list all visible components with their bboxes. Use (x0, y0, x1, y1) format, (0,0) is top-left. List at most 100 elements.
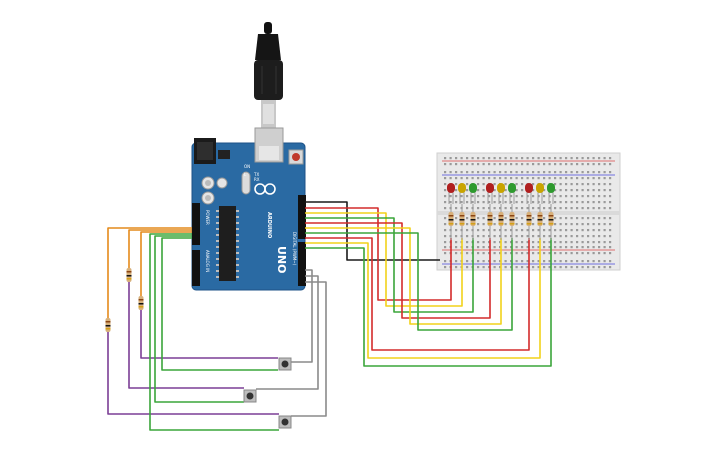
breadboard-hole (493, 189, 496, 192)
breadboard-hole (581, 201, 584, 204)
breadboard-hole (504, 207, 507, 210)
breadboard-hole (609, 223, 612, 226)
breadboard-hole (592, 201, 595, 204)
breadboard-hole (532, 266, 535, 269)
breadboard-hole (477, 241, 480, 244)
breadboard-hole (532, 157, 535, 160)
breadboard-hole (515, 223, 518, 226)
usb-cable-icon[interactable] (254, 22, 283, 128)
pushbutton-1[interactable] (278, 357, 292, 371)
breadboard-hole (565, 252, 568, 255)
led-yellow[interactable] (497, 183, 505, 193)
breadboard-hole (570, 207, 573, 210)
led-red[interactable] (447, 183, 455, 193)
breadboard-hole (521, 229, 524, 232)
breadboard-hole (444, 229, 447, 232)
breadboard-hole (532, 223, 535, 226)
breadboard-hole (554, 171, 557, 174)
breadboard-hole (510, 201, 513, 204)
breadboard-hole (477, 235, 480, 238)
pushbutton-cap[interactable] (246, 392, 254, 400)
led-signal-wire (305, 238, 552, 367)
breadboard-hole (526, 201, 529, 204)
breadboard-hole (598, 266, 601, 269)
breadboard-hole (504, 252, 507, 255)
led-red[interactable] (486, 183, 494, 193)
breadboard-hole (466, 201, 469, 204)
breadboard-hole (543, 163, 546, 166)
breadboard-hole (598, 235, 601, 238)
breadboard-hole (532, 246, 535, 249)
breadboard-hole (559, 157, 562, 160)
breadboard-hole (570, 260, 573, 263)
breadboard-hole (499, 163, 502, 166)
pushbutton-cap[interactable] (281, 360, 289, 368)
led-yellow[interactable] (536, 183, 544, 193)
led-green[interactable] (547, 183, 555, 193)
led-yellow[interactable] (458, 183, 466, 193)
breadboard-hole (537, 246, 540, 249)
pushbutton-2[interactable] (243, 389, 257, 403)
led-signal-wire (305, 238, 541, 359)
breadboard-hole (466, 177, 469, 180)
breadboard-hole (603, 157, 606, 160)
breadboard-hole (543, 266, 546, 269)
led-green[interactable] (508, 183, 516, 193)
breadboard-hole (587, 189, 590, 192)
breadboard-hole (526, 252, 529, 255)
breadboard-hole (576, 177, 579, 180)
breadboard-hole (559, 260, 562, 263)
breadboard-hole (581, 189, 584, 192)
breadboard-hole (581, 229, 584, 232)
breadboard-hole (466, 252, 469, 255)
breadboard-hole (526, 157, 529, 160)
breadboard-hole (570, 241, 573, 244)
breadboard-hole (499, 229, 502, 232)
breadboard-hole (592, 171, 595, 174)
breadboard-hole (565, 235, 568, 238)
reset-button-icon[interactable] (288, 149, 304, 165)
breadboard-hole (466, 189, 469, 192)
breadboard-hole (449, 201, 452, 204)
breadboard-hole (477, 189, 480, 192)
breadboard-hole (587, 260, 590, 263)
breadboard-hole (598, 252, 601, 255)
breadboard-hole (444, 157, 447, 160)
breadboard-hole (532, 252, 535, 255)
arduino-uno-board[interactable]: UNO ARDUINO DIGITAL (PWM~) ANALOG IN POW… (191, 127, 306, 291)
breadboard-hole (548, 157, 551, 160)
breadboard-hole (482, 163, 485, 166)
breadboard-hole (543, 235, 546, 238)
breadboard-hole (587, 223, 590, 226)
led-green[interactable] (469, 183, 477, 193)
breadboard-hole (592, 163, 595, 166)
resistor-band (138, 306, 144, 308)
pushbutton-3[interactable] (278, 415, 292, 429)
breadboard-hole (449, 171, 452, 174)
breadboard-hole (570, 229, 573, 232)
power-wire (107, 227, 192, 318)
breadboard-hole (510, 235, 513, 238)
breadboard-hole (482, 183, 485, 186)
breadboard-hole (581, 207, 584, 210)
resistor-band (509, 219, 515, 221)
breadboard-hole (559, 207, 562, 210)
resistor-band (487, 215, 493, 217)
breadboard-hole (532, 163, 535, 166)
breadboard-hole (488, 235, 491, 238)
breadboard-hole (477, 223, 480, 226)
breadboard-hole (515, 260, 518, 263)
breadboard-hole (488, 229, 491, 232)
breadboard-hole (554, 157, 557, 160)
resistor-band (105, 325, 111, 327)
led-red[interactable] (525, 183, 533, 193)
breadboard-hole (526, 260, 529, 263)
pushbutton-cap[interactable] (281, 418, 289, 426)
resistor-band (126, 278, 132, 280)
breadboard-hole (565, 171, 568, 174)
breadboard-hole (521, 266, 524, 269)
breadboard-hole (504, 189, 507, 192)
resistor-band (526, 219, 532, 221)
